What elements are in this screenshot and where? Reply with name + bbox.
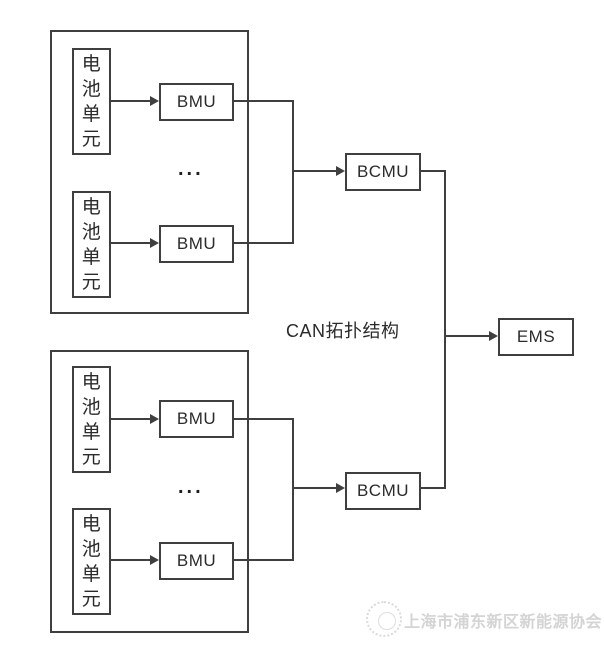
wire-bcmu1-to-trunk — [421, 170, 446, 172]
wire-bcmu2-to-trunk — [420, 487, 446, 489]
battery-unit-node: 电池单元 — [72, 366, 111, 473]
ellipsis-more-units: ... — [178, 158, 204, 180]
battery-unit-node: 电池单元 — [72, 48, 111, 155]
wire-bmu2-to-bus — [234, 242, 294, 244]
bmu-node: BMU — [159, 542, 234, 580]
wire-bus-to-bcmu1 — [293, 170, 336, 172]
can-bus-bottom — [292, 418, 294, 561]
watermark-text: 上海市浦东新区新能源协会 — [404, 614, 603, 631]
bmu-node: BMU — [159, 83, 234, 121]
battery-unit-label: 电池单元 — [81, 371, 102, 468]
battery-unit-label: 电池单元 — [81, 513, 102, 610]
arrowhead-icon — [150, 238, 159, 248]
bmu-node: BMU — [159, 225, 234, 263]
bcmu-label: BCMU — [356, 481, 410, 500]
bmu-label: BMU — [176, 92, 217, 111]
bcmu-label: BCMU — [356, 162, 410, 181]
arrowhead-icon — [150, 96, 159, 106]
wire-trunk-to-ems — [446, 335, 489, 337]
wire-bmu1-to-bus — [234, 100, 294, 102]
bmu-node: BMU — [159, 400, 234, 438]
wire-bus-to-bcmu2 — [293, 487, 336, 489]
battery-cluster-box-bottom — [50, 350, 249, 633]
ellipsis-more-units: ... — [178, 476, 204, 498]
diagram-caption: CAN拓扑结构 — [286, 321, 400, 341]
association-logo-icon — [366, 601, 402, 637]
arrowhead-icon — [489, 331, 498, 341]
association-logo-inner-icon — [378, 612, 396, 630]
can-bus-top — [292, 100, 294, 244]
arrowhead-icon — [336, 166, 345, 176]
battery-unit-node: 电池单元 — [72, 508, 111, 615]
bmu-label: BMU — [176, 551, 217, 570]
wire-battery2-to-bmu2 — [110, 242, 151, 244]
battery-unit-label: 电池单元 — [81, 53, 102, 150]
wire-bmu4-to-bus — [234, 559, 294, 561]
ems-label: EMS — [516, 327, 556, 346]
battery-unit-node: 电池单元 — [72, 191, 111, 298]
arrowhead-icon — [150, 555, 159, 565]
battery-unit-label: 电池单元 — [81, 196, 102, 293]
ems-node: EMS — [498, 318, 574, 356]
wire-bmu3-to-bus — [234, 418, 294, 420]
bcmu-node: BCMU — [345, 472, 421, 510]
wire-battery3-to-bmu3 — [110, 418, 151, 420]
arrowhead-icon — [336, 483, 345, 493]
bmu-label: BMU — [176, 234, 217, 253]
arrowhead-icon — [150, 414, 159, 424]
wire-battery4-to-bmu4 — [110, 559, 151, 561]
bmu-label: BMU — [176, 409, 217, 428]
wire-battery1-to-bmu1 — [110, 100, 151, 102]
battery-cluster-box-top — [50, 30, 249, 314]
bcmu-node: BCMU — [345, 153, 421, 191]
trunk-bus-vertical — [444, 170, 446, 489]
